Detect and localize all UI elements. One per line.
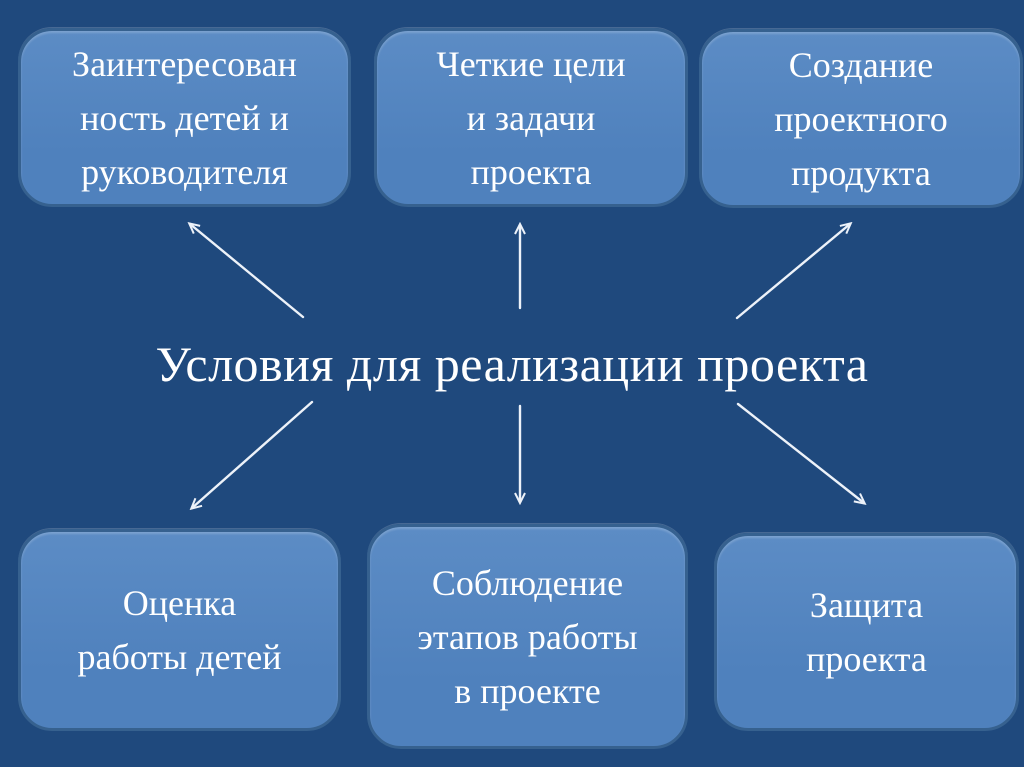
condition-box-top-center: Четкие цели и задачи проекта (374, 28, 688, 207)
arrow-to-top-right-box (735, 224, 850, 320)
condition-box-top-right: Создание проектного продукта (699, 29, 1023, 208)
condition-box-bottom-left: Оценка работы детей (18, 529, 341, 731)
condition-box-text: Защита проекта (806, 585, 927, 679)
arrow-to-bottom-left-box (192, 400, 314, 508)
condition-box-top-left: Заинтересован ность детей и руководителя (18, 28, 351, 207)
condition-box-bottom-center: Соблюдение этапов работы в проекте (367, 524, 688, 749)
condition-box-text: Соблюдение этапов работы в проекте (417, 562, 638, 711)
condition-box-text: Создание проектного продукта (774, 44, 948, 193)
condition-box-bottom-right: Защита проекта (714, 533, 1019, 731)
slide-title: Условия для реализации проекта (155, 336, 869, 392)
arrow-to-top-left-box (190, 224, 305, 319)
condition-box-text: Оценка работы детей (77, 583, 282, 677)
condition-box-text: Четкие цели и задачи проекта (436, 43, 626, 192)
arrow-to-bottom-right-box (736, 402, 864, 503)
condition-box-text: Заинтересован ность детей и руководителя (72, 43, 297, 192)
